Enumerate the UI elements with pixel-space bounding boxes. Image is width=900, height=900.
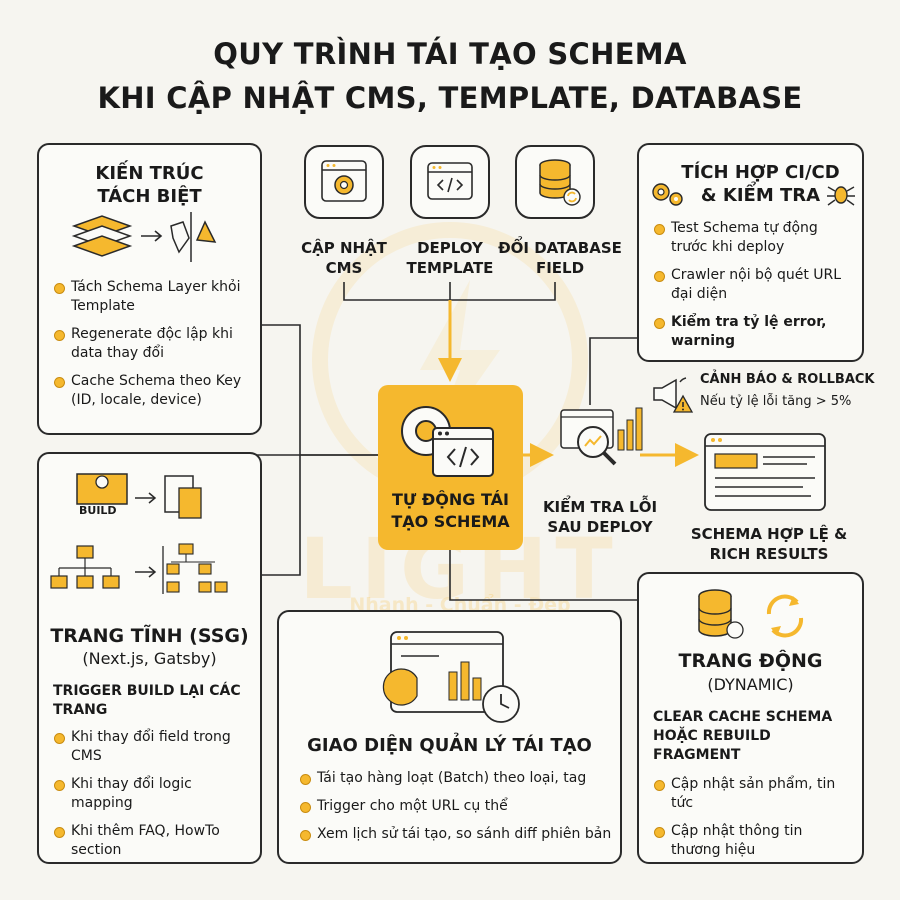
- gear-code-icon: [401, 406, 494, 477]
- warning-icon: [672, 394, 694, 413]
- trigger-label-database: ĐỔI DATABASE FIELD: [495, 238, 625, 278]
- dynamic-title-line-2: (DYNAMIC): [707, 675, 794, 694]
- rich-results-window-icon: [704, 433, 826, 511]
- bug-icon: [827, 186, 855, 206]
- dynamic-title-line-1: TRANG ĐỘNG: [678, 650, 823, 672]
- code-window-icon: [427, 162, 473, 200]
- cicd-title: TÍCH HỢP CI/CD & KIỂM TRA: [639, 161, 862, 207]
- cicd-card: TÍCH HỢP CI/CD & KIỂM TRA Test Schema tự…: [637, 143, 864, 362]
- alert-title: CẢNH BÁO & ROLLBACK: [700, 372, 875, 387]
- database-sync-icon: [539, 159, 581, 206]
- trigger-label-line: TEMPLATE: [406, 259, 494, 277]
- cicd-item: Kiểm tra tỷ lệ error, warning: [653, 313, 854, 351]
- trigger-label-template: DEPLOY TEMPLATE: [390, 238, 510, 278]
- architecture-title-line-1: KIẾN TRÚC: [95, 163, 204, 184]
- ssg-card: BUILD TRANG TĨNH (SSG) (Next.js, Gatsby)…: [37, 452, 262, 864]
- ssg-item: Khi thay đổi logic mapping: [53, 775, 252, 813]
- settings-window-icon: [321, 160, 367, 202]
- trigger-label-line: DEPLOY: [417, 239, 483, 257]
- check-label-line-2: SAU DEPLOY: [547, 518, 653, 536]
- database-refresh-icon: [698, 589, 804, 639]
- build-pages-icon: [50, 473, 228, 594]
- architecture-item: Cache Schema theo Key (ID, locale, devic…: [53, 372, 250, 410]
- result-label-line-1: SCHEMA HỢP LỆ &: [690, 525, 848, 543]
- deploy-template-box: [410, 145, 490, 219]
- architecture-item: Tách Schema Layer khỏi Template: [53, 278, 250, 316]
- title-line-2: KHI CẬP NHẬT CMS, TEMPLATE, DATABASE: [97, 81, 803, 115]
- dynamic-action-line-1: CLEAR CACHE SCHEMA: [653, 709, 833, 725]
- ssg-item: Khi thêm FAQ, HowTo section: [53, 822, 252, 860]
- dynamic-title: TRANG ĐỘNG (DYNAMIC): [639, 650, 862, 696]
- cms-update-box: [304, 145, 384, 219]
- gears-icon: [652, 183, 683, 206]
- dynamic-item: Cập nhật thông tin thương hiệu: [653, 822, 854, 860]
- architecture-item: Regenerate độc lập khi data thay đổi: [53, 325, 250, 363]
- ssg-item: Khi thay đổi field trong CMS: [53, 728, 252, 766]
- trigger-label-line: CẬP NHẬT: [301, 239, 387, 257]
- trigger-label-line: CMS: [325, 259, 363, 277]
- architecture-title: KIẾN TRÚC TÁCH BIỆT: [39, 162, 260, 208]
- result-label: SCHEMA HỢP LỆ & RICH RESULTS: [684, 524, 854, 564]
- admin-card: GIAO DIỆN QUẢN LÝ TÁI TẠO Tái tạo hàng l…: [277, 610, 622, 864]
- admin-title: GIAO DIỆN QUẢN LÝ TÁI TẠO: [307, 735, 592, 756]
- trigger-label-line: FIELD: [535, 259, 585, 277]
- dynamic-card: TRANG ĐỘNG (DYNAMIC) CLEAR CACHE SCHEMA …: [637, 572, 864, 864]
- dashboard-clock-icon: [382, 631, 520, 723]
- auto-regenerate-box: TỰ ĐỘNG TÁI TẠO SCHEMA: [378, 385, 523, 550]
- admin-item: Trigger cho một URL cụ thể: [299, 797, 612, 816]
- center-label: TỰ ĐỘNG TÁI TẠO SCHEMA: [378, 489, 523, 533]
- architecture-title-line-2: TÁCH BIỆT: [97, 186, 202, 207]
- build-label: BUILD: [79, 504, 117, 517]
- layers-split-icon: [71, 212, 217, 262]
- trigger-label-line: ĐỔI DATABASE: [498, 239, 622, 257]
- chart-magnifier-icon: [560, 407, 643, 466]
- title-line-1: QUY TRÌNH TÁI TẠO SCHEMA: [213, 37, 687, 71]
- cicd-item: Test Schema tự động trước khi deploy: [653, 219, 854, 257]
- cicd-item: Crawler nội bộ quét URL đại diện: [653, 266, 854, 304]
- ssg-trigger-heading: TRIGGER BUILD LẠI CÁC TRANG: [53, 682, 250, 720]
- center-label-line-2: TẠO SCHEMA: [391, 512, 510, 531]
- center-label-line-1: TỰ ĐỘNG TÁI: [392, 490, 509, 509]
- admin-item: Tái tạo hàng loạt (Batch) theo loại, tag: [299, 769, 612, 788]
- architecture-card: KIẾN TRÚC TÁCH BIỆT Tách Schema Layer kh…: [37, 143, 262, 435]
- dynamic-action-heading: CLEAR CACHE SCHEMA HOẶC REBUILD FRAGMENT: [653, 708, 854, 765]
- check-label: KIỂM TRA LỖI SAU DEPLOY: [530, 497, 670, 537]
- ssg-trigger-line-1: TRIGGER BUILD LẠI CÁC: [53, 683, 241, 699]
- trigger-label-cms: CẬP NHẬT CMS: [284, 238, 404, 278]
- dynamic-item: Cập nhật sản phẩm, tin tức: [653, 775, 854, 813]
- check-label-line-1: KIỂM TRA LỖI: [542, 498, 658, 516]
- alert-text: Nếu tỷ lệ lỗi tăng > 5%: [700, 394, 852, 409]
- page-title: QUY TRÌNH TÁI TẠO SCHEMA KHI CẬP NHẬT CM…: [0, 32, 900, 120]
- result-label-line-2: RICH RESULTS: [709, 545, 829, 563]
- cicd-title-line-2: & KIỂM TRA: [700, 185, 821, 206]
- ssg-title: TRANG TĨNH (SSG): [50, 625, 249, 647]
- database-field-box: [515, 145, 595, 219]
- ssg-subtitle: (Next.js, Gatsby): [82, 649, 217, 668]
- dynamic-action-line-2: HOẶC REBUILD FRAGMENT: [653, 728, 771, 763]
- admin-item: Xem lịch sử tái tạo, so sánh diff phiên …: [299, 825, 612, 844]
- cicd-title-line-1: TÍCH HỢP CI/CD: [681, 162, 840, 183]
- ssg-trigger-line-2: TRANG: [53, 702, 108, 718]
